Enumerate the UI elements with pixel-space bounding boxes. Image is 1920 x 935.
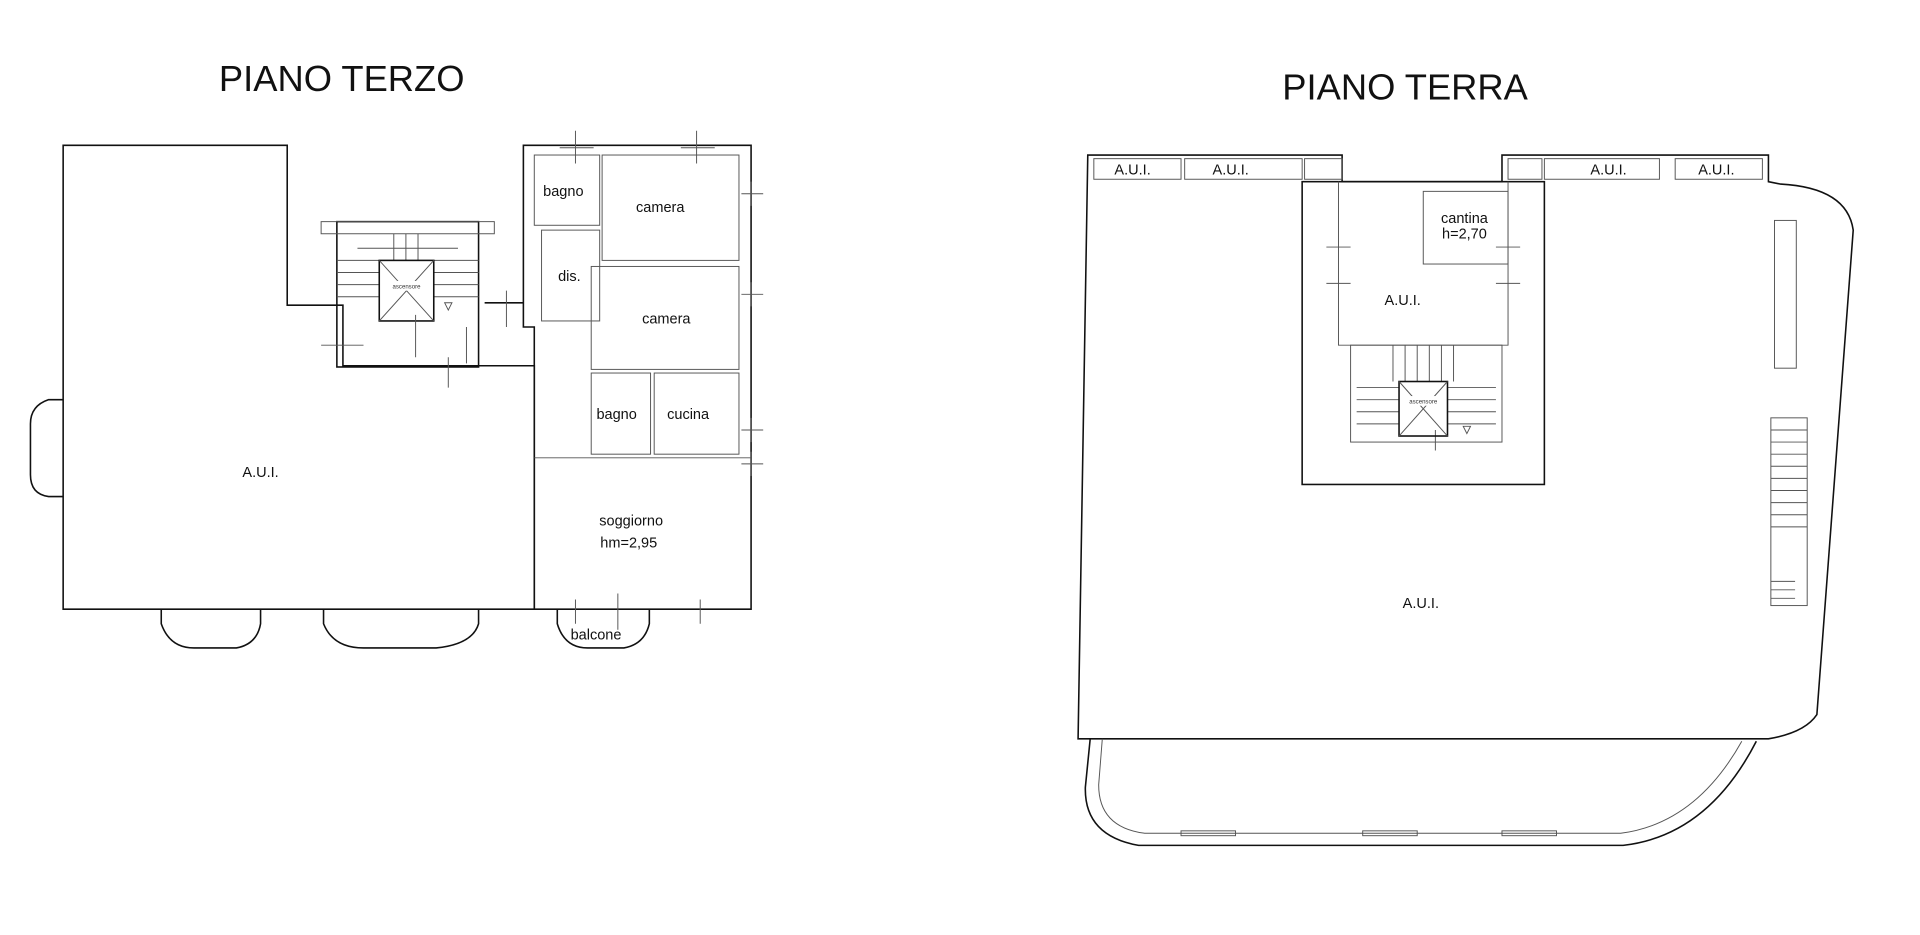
aui-outline (62, 144, 536, 610)
room-label-bagno: bagno (596, 407, 636, 423)
room-label-aui: A.U.I. (1698, 162, 1734, 178)
plan-title: PIANO TERZO (219, 58, 465, 99)
side-room (1774, 219, 1797, 369)
side-stair (1770, 417, 1808, 607)
room-camera (590, 265, 740, 370)
plan-piano-terra: PIANO TERRA A.U.I. A.U.I. A.U.I. A.U.I. … (1077, 66, 1855, 847)
door-marks (1326, 246, 1521, 451)
room-label-aui: A.U.I. (242, 465, 278, 481)
room-cucina (653, 372, 740, 455)
porch-windows (1180, 830, 1557, 837)
elevator (1398, 380, 1449, 437)
balcony (556, 609, 651, 649)
room-bagno (590, 372, 652, 455)
room-label-cucina: cucina (667, 407, 710, 423)
room-label-cantina: cantina (1441, 211, 1489, 227)
storage-rooms (1093, 158, 1763, 180)
stairwell: ascensore (320, 220, 495, 368)
porch-inner (1098, 738, 1743, 834)
room-cantina (1422, 190, 1509, 265)
room-label-camera: camera (642, 311, 691, 327)
plan-title: PIANO TERRA (1282, 66, 1528, 107)
room-label-soggiorno: soggiorno (599, 514, 663, 530)
inner-block (1301, 180, 1546, 486)
room-label-aui: A.U.I. (1403, 596, 1439, 612)
room-label-bagno: bagno (543, 184, 583, 200)
room-label-balcone: balcone (571, 627, 622, 643)
bay-window (322, 609, 480, 649)
apartment-outline (522, 144, 752, 610)
room-label-aui: A.U.I. (1385, 293, 1421, 309)
room-height-soggiorno: hm=2,95 (600, 535, 657, 551)
elevator-label: ascensore (393, 284, 422, 290)
room-label-aui: A.U.I. (1590, 162, 1626, 178)
room-height-cantina: h=2,70 (1442, 227, 1487, 243)
room-camera (601, 154, 740, 261)
room-label-aui: A.U.I. (1114, 162, 1150, 178)
plan-piano-terzo: PIANO TERZO ascensore (29, 58, 764, 649)
building-outline (1077, 154, 1855, 740)
bay-window (29, 398, 64, 498)
room-label-dis: dis. (558, 269, 581, 285)
stairwell: ascensore (1350, 344, 1503, 443)
room-label-camera: camera (636, 200, 685, 216)
porch-outline (1084, 738, 1758, 847)
room-label-aui: A.U.I. (1213, 162, 1249, 178)
elevator-label: ascensore (1409, 399, 1438, 405)
bay-window (160, 609, 262, 649)
elevator (378, 259, 435, 322)
window-marks (321, 130, 764, 630)
room-disimpegno (541, 229, 601, 322)
room-bagno (533, 154, 601, 226)
